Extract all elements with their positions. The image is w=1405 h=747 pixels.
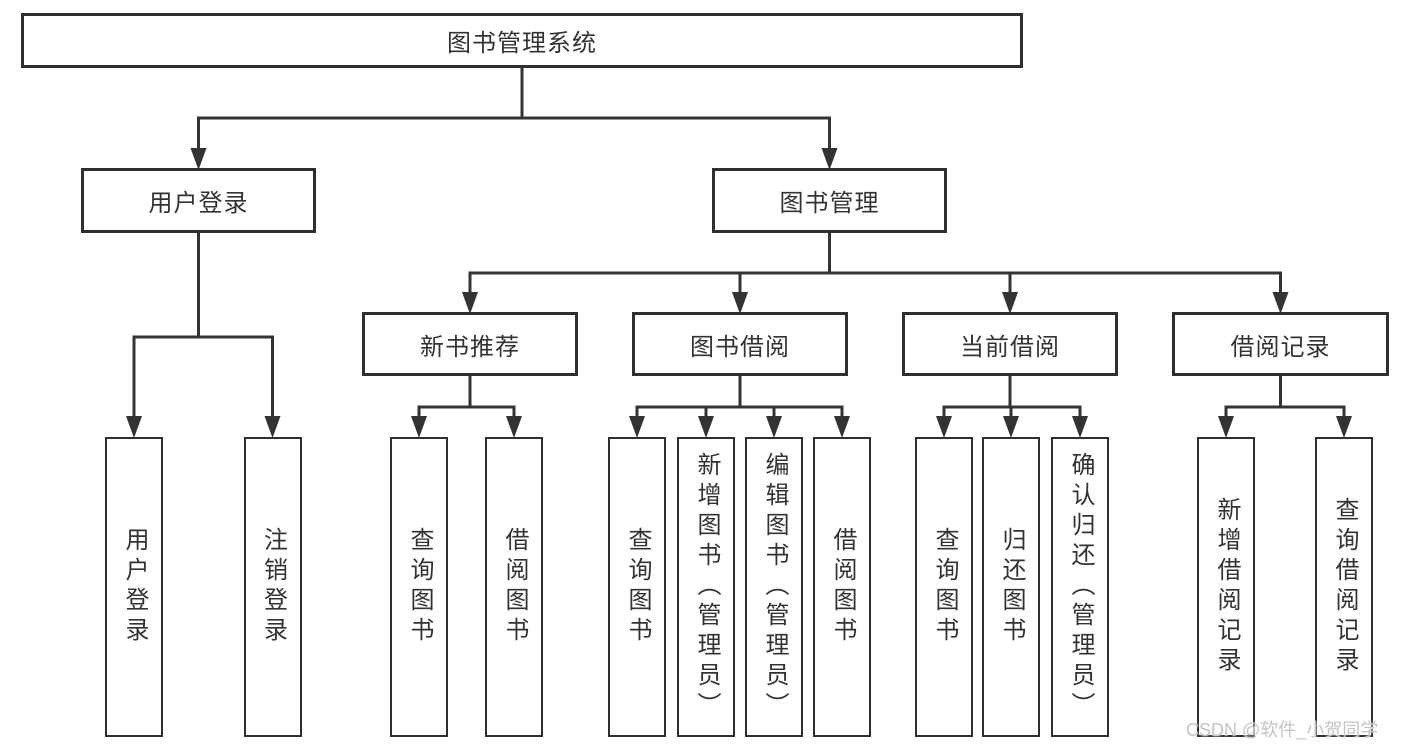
leaf-return-book-label: 归还图书 <box>998 527 1025 647</box>
node-book-management-label: 图书管理 <box>779 190 880 217</box>
connector-book-management-to-groups <box>462 231 1289 314</box>
connector-new-book-recommend-to-leaves <box>411 374 522 438</box>
watermark: CSDN @软件_小贺同学 <box>1186 720 1379 740</box>
leaf-borrow-book-recommend-label: 借阅图书 <box>501 527 528 647</box>
connector-book-borrow-to-leaves <box>629 374 850 438</box>
leaf-add-borrow-record-label: 新增借阅记录 <box>1213 497 1240 677</box>
leaf-edit-book-admin: 编辑图书（管理员） <box>745 437 803 737</box>
node-current-borrow-label: 当前借阅 <box>960 333 1060 361</box>
connector-root-to-branches <box>190 66 838 170</box>
leaf-query-book-borrow-label: 查询图书 <box>624 527 651 647</box>
leaf-confirm-return-admin-label: 确认归还（管理员） <box>1067 452 1094 722</box>
leaf-confirm-return-admin: 确认归还（管理员） <box>1051 437 1109 737</box>
leaf-user-login: 用户登录 <box>105 437 163 737</box>
leaf-borrow-book-recommend: 借阅图书 <box>485 437 543 737</box>
node-current-borrow: 当前借阅 <box>902 312 1118 376</box>
node-book-management: 图书管理 <box>712 168 947 233</box>
node-new-book-recommend: 新书推荐 <box>362 312 578 376</box>
connector-current-borrow-to-leaves <box>936 374 1088 438</box>
leaf-query-book-recommend-label: 查询图书 <box>406 527 433 647</box>
leaf-return-book: 归还图书 <box>982 437 1040 737</box>
node-user-login-label: 用户登录 <box>148 190 249 217</box>
leaf-borrow-book: 借阅图书 <box>813 437 871 737</box>
leaf-add-book-admin: 新增图书（管理员） <box>677 437 735 737</box>
leaf-logout-login-label: 注销登录 <box>259 527 287 647</box>
node-root: 图书管理系统 <box>21 13 1023 68</box>
node-borrow-record-label: 借阅记录 <box>1230 333 1331 361</box>
node-borrow-record: 借阅记录 <box>1172 312 1389 376</box>
node-root-label: 图书管理系统 <box>447 30 597 57</box>
leaf-query-borrow-record: 查询借阅记录 <box>1315 437 1373 737</box>
leaf-add-borrow-record: 新增借阅记录 <box>1197 437 1255 737</box>
leaf-edit-book-admin-label: 编辑图书（管理员） <box>761 452 788 722</box>
leaf-add-book-admin-label: 新增图书（管理员） <box>693 452 720 722</box>
leaf-query-borrow-record-label: 查询借阅记录 <box>1331 497 1358 677</box>
node-book-borrow-label: 图书借阅 <box>690 333 790 361</box>
leaf-query-book-current: 查询图书 <box>915 437 973 737</box>
node-new-book-recommend-label: 新书推荐 <box>420 333 520 361</box>
connector-user-login-to-leaves <box>126 231 281 438</box>
connector-borrow-record-to-leaves <box>1218 374 1352 438</box>
node-user-login: 用户登录 <box>81 168 316 233</box>
leaf-query-book-recommend: 查询图书 <box>390 437 448 737</box>
leaf-query-book-current-label: 查询图书 <box>931 527 958 647</box>
leaf-borrow-book-label: 借阅图书 <box>829 527 856 647</box>
leaf-user-login-label: 用户登录 <box>121 527 148 647</box>
leaf-query-book-borrow: 查询图书 <box>608 437 666 737</box>
node-book-borrow: 图书借阅 <box>632 312 848 376</box>
leaf-logout-login: 注销登录 <box>243 437 302 737</box>
